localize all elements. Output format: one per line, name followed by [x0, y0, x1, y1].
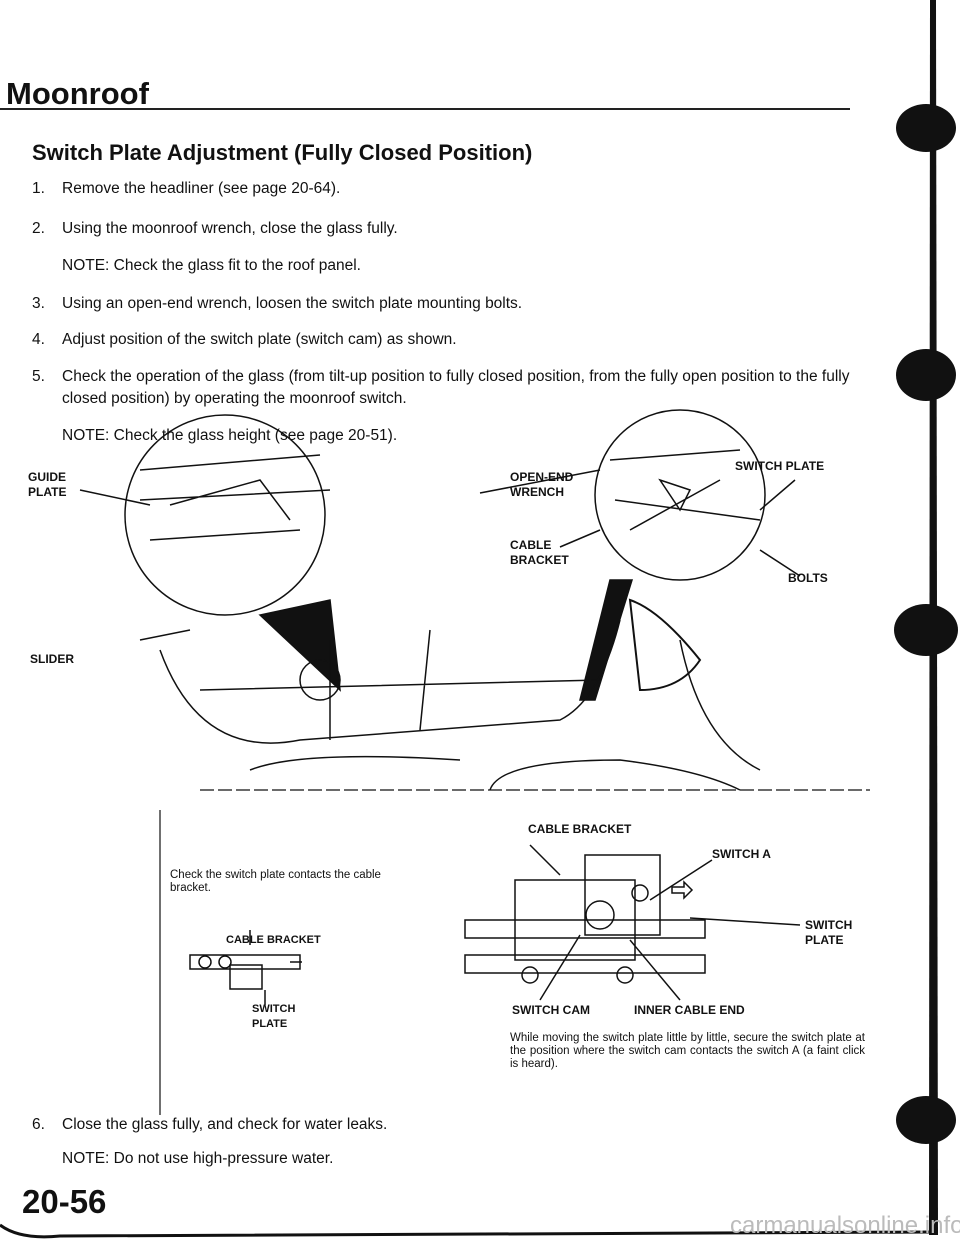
watermark: carmanualsonline.info	[730, 1212, 960, 1239]
label-open-end-wrench: OPEN-END WRENCH	[510, 470, 574, 499]
title-divider	[0, 108, 850, 110]
left-label-switch-plate: SWITCH PLATE	[252, 1003, 296, 1030]
step-6-note: NOTE: Do not use high-pressure water.	[62, 1150, 334, 1167]
page-title: Moonroof	[6, 76, 149, 111]
label-bolts: BOLTS	[788, 571, 828, 585]
right-label-switch-plate: SWITCH PLATE	[805, 918, 853, 947]
left-detail-caption: Check the switch plate contacts the cabl…	[170, 869, 381, 894]
binding-tab	[894, 604, 958, 656]
right-label-cable-bracket: CABLE BRACKET	[528, 822, 632, 836]
switch-cam-detail-diagram	[464, 844, 801, 1001]
right-label-switch-a: SWITCH A	[712, 847, 771, 861]
label-switch-plate: SWITCH PLATE	[735, 459, 825, 473]
right-label-inner-cable-end: INNER CABLE END	[634, 1003, 745, 1017]
step-4: 4.Adjust position of the switch plate (s…	[32, 331, 457, 348]
label-slider: SLIDER	[30, 652, 75, 666]
left-label-cable-bracket: CABLE BRACKET	[226, 934, 321, 946]
step-5-continued: closed position) by operating the moonro…	[62, 390, 407, 407]
page-number: 20-56	[22, 1183, 107, 1220]
step-5: 5.Check the operation of the glass (from…	[32, 368, 850, 385]
step-2: 2.Using the moonroof wrench, close the g…	[32, 220, 398, 237]
step-1: 1.Remove the headliner (see page 20-64).	[32, 180, 341, 197]
step-3: 3.Using an open-end wrench, loosen the s…	[32, 295, 523, 312]
binding-tab	[896, 1096, 956, 1144]
right-detail-caption: While moving the switch plate little by …	[510, 1032, 865, 1070]
label-guide-plate: GUIDE PLATE	[28, 470, 67, 499]
step-6: 6.Close the glass fully, and check for w…	[32, 1116, 388, 1133]
label-cable-bracket: CABLE BRACKET	[510, 538, 569, 567]
cable-bracket-detail-diagram	[189, 930, 302, 1005]
binding-tab	[896, 104, 956, 152]
binding-tab	[896, 349, 956, 401]
section-title: Switch Plate Adjustment (Fully Closed Po…	[32, 140, 533, 165]
step-2-note: NOTE: Check the glass fit to the roof pa…	[62, 257, 361, 274]
right-label-switch-cam: SWITCH CAM	[512, 1003, 590, 1017]
moonroof-overview-diagram	[79, 409, 801, 791]
step-5-note: NOTE: Check the glass height (see page 2…	[62, 427, 398, 444]
